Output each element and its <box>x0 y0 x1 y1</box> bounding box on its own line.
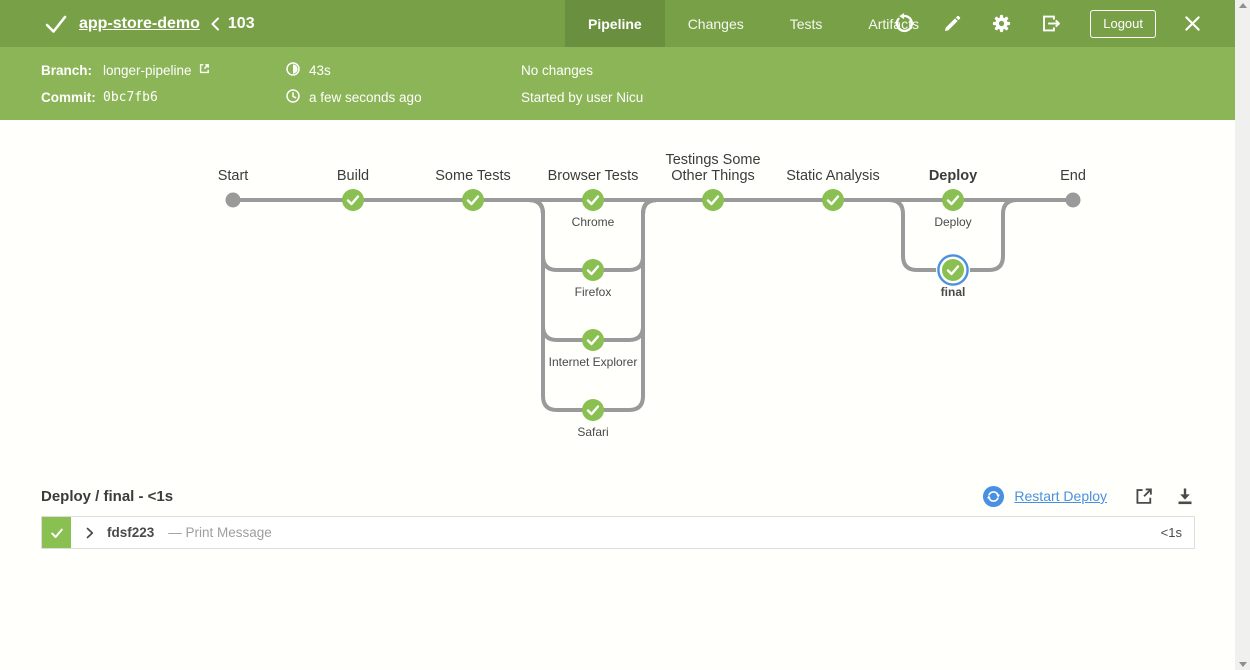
step-duration: <1s <box>1160 525 1182 540</box>
branch-label: Branch: <box>41 62 93 78</box>
stage-label: Static Analysis <box>786 168 880 184</box>
node-chrome[interactable] <box>582 189 604 211</box>
check-icon <box>50 528 63 538</box>
pipeline-name-link[interactable]: app-store-demo <box>79 14 200 32</box>
restart-icon <box>983 485 1005 507</box>
node-firefox[interactable] <box>582 259 604 281</box>
run-header: app-store-demo 103 Pipeline Changes Test… <box>0 0 1235 47</box>
step-success-badge <box>42 517 71 548</box>
close-icon[interactable] <box>1183 14 1202 33</box>
node-build[interactable] <box>342 189 364 211</box>
node-label: Deploy <box>934 215 971 229</box>
terminal-node-end <box>1065 192 1081 208</box>
run-duration: 43s <box>309 62 331 78</box>
branch-name: longer-pipeline <box>103 62 192 78</box>
tab-artifacts[interactable]: Artifacts <box>868 15 919 32</box>
stage-label: Start <box>218 168 249 184</box>
open-log-external-icon[interactable] <box>1134 486 1155 507</box>
scrollbar-up-icon[interactable] <box>1238 3 1247 8</box>
scrollbar-down-icon[interactable] <box>1238 662 1247 667</box>
node-label: Internet Explorer <box>549 355 638 369</box>
stage-label: Browser Tests <box>548 168 639 184</box>
stage-label: Other Things <box>671 168 755 184</box>
node-static-analysis[interactable] <box>822 189 844 211</box>
step-id: fdsf223 <box>107 525 155 540</box>
stage-label: Deploy <box>929 168 977 184</box>
node-some-tests[interactable] <box>462 189 484 211</box>
stage-label: Build <box>337 168 369 184</box>
commit-hash: 0bc7fb6 <box>103 89 158 105</box>
step-description: — Print Message <box>168 525 272 540</box>
commit-label: Commit: <box>41 89 96 105</box>
stage-label: Testings Some <box>665 152 760 168</box>
restart-deploy-label: Restart Deploy <box>1014 488 1107 504</box>
node-internet-explorer[interactable] <box>582 329 604 351</box>
node-final[interactable] <box>942 259 964 281</box>
edit-icon[interactable] <box>942 13 963 34</box>
timing-column: 43s a few seconds ago <box>285 61 521 106</box>
run-title-group: app-store-demo 103 <box>44 0 255 47</box>
logout-button[interactable]: Logout <box>1090 9 1156 38</box>
pipeline-graph-svg[interactable]: Start Build Some TestsChromeFirefoxInterne… <box>0 140 1235 460</box>
replay-icon[interactable] <box>892 12 915 35</box>
tab-tests[interactable]: Tests <box>789 15 823 32</box>
node-testings-some-other-things[interactable] <box>702 189 724 211</box>
log-actions: Restart Deploy <box>982 485 1195 508</box>
download-log-icon[interactable] <box>1175 486 1195 506</box>
node-safari[interactable] <box>582 399 604 421</box>
run-tabs: Pipeline Changes Tests Artifacts <box>565 0 942 47</box>
page-scrollbar[interactable] <box>1235 0 1250 670</box>
node-deploy[interactable] <box>942 189 964 211</box>
chevron-left-icon <box>210 16 220 32</box>
node-label: final <box>941 285 966 299</box>
stage-label: End <box>1060 168 1086 184</box>
run-details-bar: Branch: longer-pipeline Commit: <box>0 47 1235 120</box>
tab-pipeline[interactable]: Pipeline <box>565 0 665 47</box>
exit-icon[interactable] <box>1040 12 1063 35</box>
run-time-ago: a few seconds ago <box>309 89 422 105</box>
changes-text: No changes <box>521 62 594 78</box>
header-actions: Logout <box>892 0 1202 47</box>
settings-icon[interactable] <box>990 12 1013 35</box>
stage-label: Some Tests <box>435 168 511 184</box>
log-header: Deploy / final - <1s Restart Deploy <box>41 476 1195 516</box>
duration-icon <box>285 61 301 80</box>
started-by-text: Started by user Nicu <box>521 89 644 105</box>
expand-chevron-icon[interactable] <box>86 527 94 539</box>
external-link-icon[interactable] <box>198 62 211 78</box>
changes-column: No changes Started by user Nicu <box>521 61 643 106</box>
terminal-node-start <box>225 192 241 208</box>
log-title: Deploy / final - <1s <box>41 487 174 505</box>
run-status-check-icon <box>44 12 68 36</box>
run-number: 103 <box>227 14 255 32</box>
clock-icon <box>285 88 301 107</box>
tab-changes[interactable]: Changes <box>687 15 744 32</box>
branch-commit-column: Branch: longer-pipeline Commit: <box>41 61 285 106</box>
restart-deploy-link[interactable]: Restart Deploy <box>982 485 1107 508</box>
node-label: Chrome <box>572 215 615 229</box>
log-step-row[interactable]: fdsf223 — Print Message <1s <box>41 516 1195 549</box>
node-label: Firefox <box>575 285 612 299</box>
stage-log-section: Deploy / final - <1s Restart Deploy <box>0 476 1235 549</box>
node-label: Safari <box>577 425 608 439</box>
